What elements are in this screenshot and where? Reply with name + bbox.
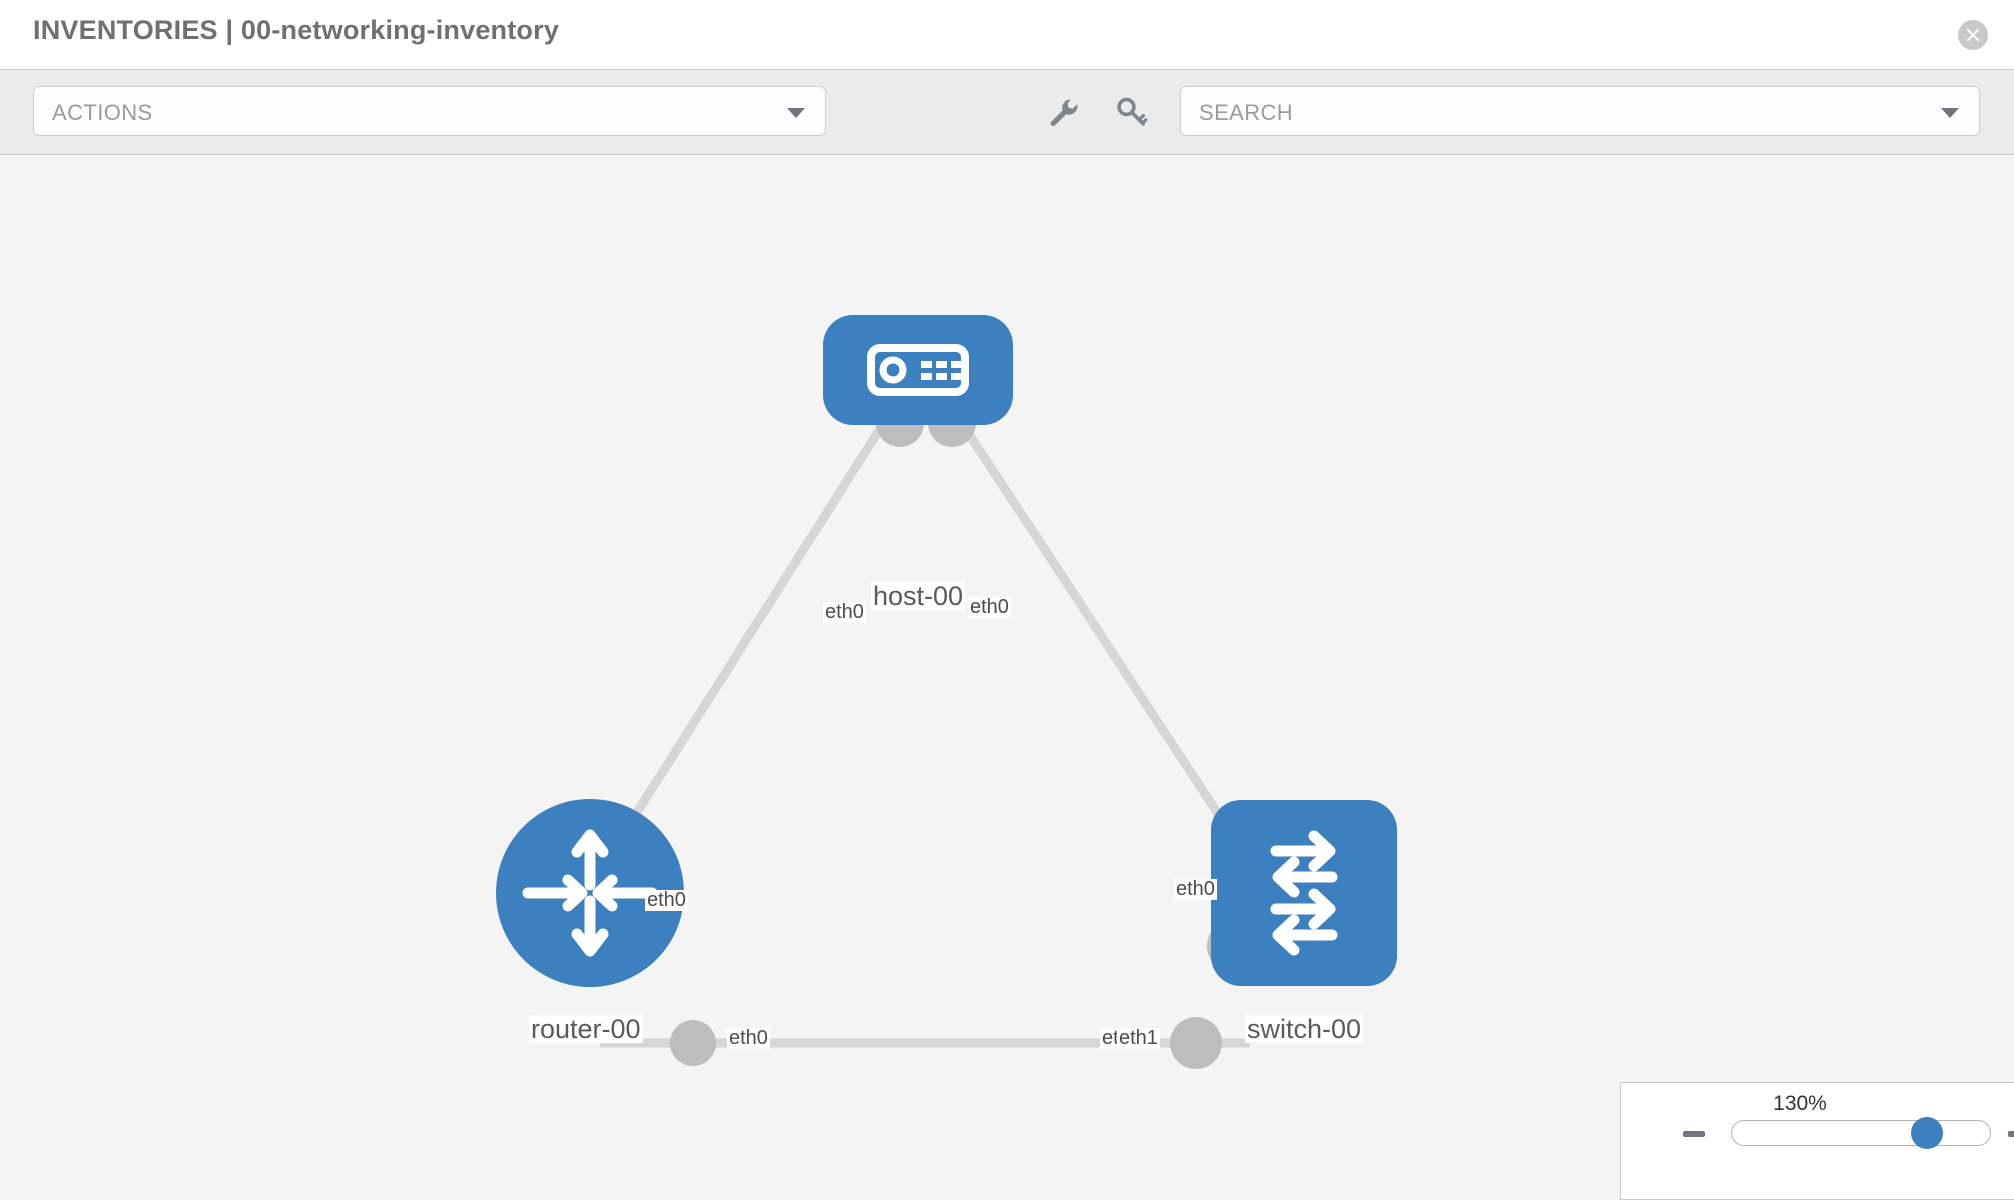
zoom-slider-thumb[interactable]	[1911, 1117, 1943, 1149]
link-host00-switch00[interactable]	[946, 402, 1249, 858]
topology-graph	[496, 315, 1397, 1069]
zoom-slider-track[interactable]	[1731, 1120, 1991, 1146]
page-title: INVENTORIES | 00-networking-inventory	[33, 15, 560, 45]
interface-label-host00-to-router00: eth0	[823, 601, 866, 623]
interface-label-router00-to-switch00: eth0	[727, 1027, 770, 1049]
port-switch00-left[interactable]	[1170, 1017, 1222, 1069]
toolbar: ACTIONS SEARCH	[0, 69, 2014, 155]
interface-label-switch00-to-host00: eth0	[1174, 878, 1217, 900]
link-host00-router00[interactable]	[606, 402, 899, 858]
topology-links	[600, 402, 1250, 1048]
zoom-control-panel: 130%	[1620, 1082, 2014, 1200]
interface-label-host00-to-switch00: eth0	[968, 596, 1011, 618]
node-switch-00[interactable]	[1211, 800, 1397, 986]
node-host-00[interactable]	[823, 315, 1013, 425]
interface-label-router00-to-host00: eth0	[645, 889, 688, 911]
page-header: INVENTORIES | 00-networking-inventory	[0, 0, 2014, 69]
node-label-host-00: host-00	[871, 581, 966, 611]
actions-dropdown[interactable]: ACTIONS	[33, 86, 826, 136]
actions-dropdown-label: ACTIONS	[52, 100, 153, 125]
node-router-00[interactable]	[496, 799, 684, 987]
zoom-level-value: 130%	[1773, 1092, 1827, 1115]
key-icon[interactable]	[1113, 94, 1149, 130]
port-router00-right[interactable]	[670, 1020, 716, 1066]
wrench-icon[interactable]	[1045, 94, 1081, 130]
interface-label-switch00-to-router00: eth1	[1117, 1027, 1160, 1049]
node-label-switch-00: switch-00	[1245, 1014, 1364, 1044]
topology-canvas[interactable]: host-00 router-00 switch-00 eth0 eth0 et…	[0, 155, 2014, 1200]
chevron-down-icon[interactable]	[1941, 108, 1959, 118]
search-placeholder: SEARCH	[1199, 100, 1294, 125]
minus-icon[interactable]	[1681, 1121, 1707, 1152]
search-input[interactable]: SEARCH	[1180, 86, 1980, 136]
chevron-down-icon	[787, 108, 805, 118]
node-label-router-00: router-00	[529, 1014, 643, 1044]
close-icon[interactable]	[1958, 20, 1988, 50]
plus-icon[interactable]	[2006, 1121, 2014, 1152]
